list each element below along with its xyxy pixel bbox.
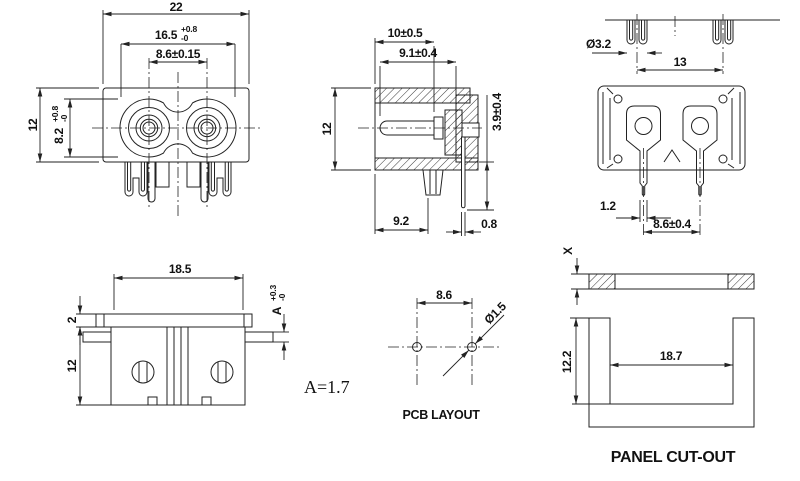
- dim-panel-cutout-height: 12.2: [560, 317, 610, 405]
- top-left-tab: [82, 331, 111, 343]
- top-right-screw: [210, 360, 234, 384]
- front-body-outline: [102, 87, 250, 163]
- svg-text:+0.8: +0.8: [181, 24, 197, 34]
- top-left-screw: [131, 360, 155, 384]
- svg-text:-0: -0: [277, 293, 287, 301]
- svg-text:0.8: 0.8: [481, 217, 497, 231]
- dim-rear-leg-width: Ø3.2: [586, 37, 662, 56]
- svg-text:-0: -0: [181, 33, 189, 43]
- dim-side-depth-inner: 9.1±0.4: [379, 46, 457, 116]
- dim-rear-leg-pitch: 13: [636, 55, 723, 73]
- pcb-layout-view: 8.6 Ø1.5 A=1.7 PCB LAYOUT: [304, 288, 509, 422]
- svg-text:22: 22: [170, 0, 183, 14]
- svg-text:8.2: 8.2: [52, 127, 66, 143]
- svg-text:8.6: 8.6: [436, 288, 452, 302]
- rear-center-notch: [663, 149, 681, 163]
- dim-pcb-hole-diameter: Ø1.5: [442, 299, 509, 377]
- top-bottom-notch-right: [201, 396, 212, 405]
- rear-corner-holes: [613, 94, 728, 164]
- rear-right-terminal: [682, 105, 718, 196]
- side-terminal-block: [444, 109, 463, 156]
- pcb-left-hole: [412, 342, 422, 352]
- dim-front-overall-height: 12: [26, 87, 99, 163]
- dim-front-opening-width: 16.5 +0.8 -0: [120, 24, 236, 97]
- top-bottom-notch-left: [147, 396, 158, 405]
- side-terminal-tab: [461, 122, 480, 138]
- front-centerlines: [92, 58, 260, 216]
- panel-cutout-outline: [588, 317, 755, 428]
- side-bottom-leg: [422, 169, 444, 196]
- svg-text:18.7: 18.7: [660, 349, 683, 363]
- pcb-note: A=1.7: [304, 377, 350, 397]
- panel-plate-hatch-right: [727, 273, 755, 290]
- top-flange: [95, 313, 253, 328]
- front-opening-figure8: [119, 98, 237, 158]
- svg-text:12: 12: [65, 359, 79, 372]
- svg-text:+0.8: +0.8: [50, 106, 60, 122]
- svg-text:X: X: [561, 247, 575, 255]
- dim-panel-thickness: X: [561, 247, 589, 305]
- dim-side-pin-drop: 3.9±0.4: [467, 92, 504, 211]
- svg-text:1.2: 1.2: [600, 199, 616, 213]
- dim-side-depth-outer: 10±0.5: [374, 26, 435, 112]
- dim-top-flange-thickness: 2: [65, 296, 96, 345]
- dim-rear-pin-width: 1.2: [600, 199, 671, 222]
- top-view: 18.5 2 12 A +0.3 -0: [65, 262, 289, 406]
- dim-front-pin-pitch: 8.6±0.15: [148, 47, 207, 65]
- rear-bottom-partial-view: [605, 14, 780, 74]
- dim-front-overall-width: 22: [102, 0, 250, 84]
- side-body-outline: [374, 87, 479, 171]
- svg-text:18.5: 18.5: [169, 262, 192, 276]
- svg-text:Ø3.2: Ø3.2: [586, 37, 611, 51]
- panel-cutout-view: X 12.2 18.7 PANEL CUT-OUT: [560, 247, 755, 466]
- svg-text:12: 12: [26, 118, 40, 131]
- svg-text:3.9±0.4: 3.9±0.4: [490, 92, 504, 130]
- dim-top-step-height: A +0.3 -0: [268, 285, 289, 360]
- svg-text:9.1±0.4: 9.1±0.4: [399, 46, 437, 60]
- dim-side-pin-thickness: 0.8: [446, 212, 498, 236]
- svg-text:8.6±0.15: 8.6±0.15: [156, 47, 201, 61]
- svg-text:13: 13: [674, 55, 687, 69]
- dim-top-body-width: 18.5: [113, 262, 244, 310]
- front-view: 22 16.5 +0.8 -0 8.6±0.15 12 8.2 +0.8 -0: [26, 0, 260, 216]
- top-body: [110, 326, 246, 406]
- svg-text:9.2: 9.2: [393, 214, 409, 228]
- dim-top-body-depth: 12: [65, 326, 111, 406]
- pcb-right-hole: [467, 342, 477, 352]
- rear-view: Ø3.2 13 1.: [586, 14, 780, 236]
- svg-text:A: A: [270, 306, 284, 315]
- dim-pcb-hole-pitch: 8.6: [416, 288, 472, 306]
- panel-cutout-title: PANEL CUT-OUT: [611, 449, 736, 466]
- dim-side-height: 12: [320, 87, 371, 171]
- dim-front-opening-height: 8.2 +0.8 -0: [50, 98, 118, 158]
- svg-text:12: 12: [320, 122, 334, 135]
- svg-text:2: 2: [65, 316, 79, 323]
- dim-side-base-depth: 9.2: [374, 174, 429, 234]
- dim-rear-pin-pitch: 8.6±0.4: [643, 217, 700, 235]
- svg-text:-0: -0: [59, 114, 69, 122]
- top-right-tab: [245, 331, 274, 343]
- svg-text:12.2: 12.2: [560, 350, 574, 373]
- top-center-ribs: [166, 327, 189, 405]
- side-solder-tail: [461, 136, 466, 209]
- panel-plate-hatch-left: [588, 273, 616, 290]
- svg-text:+0.3: +0.3: [268, 285, 278, 301]
- svg-text:16.5: 16.5: [155, 28, 178, 42]
- dim-panel-cutout-width: 18.7: [609, 349, 733, 368]
- svg-text:Ø1.5: Ø1.5: [481, 299, 509, 327]
- front-mount-legs: [124, 162, 232, 203]
- side-view: 10±0.5 9.1±0.4 12 3.9±0.4 9.2 0.8: [320, 26, 504, 236]
- rear-body-inner-lines: [602, 87, 741, 169]
- rear-body-outline: [597, 85, 746, 171]
- pcb-layout-title: PCB LAYOUT: [402, 408, 480, 422]
- svg-text:10±0.5: 10±0.5: [388, 26, 423, 40]
- svg-text:8.6±0.4: 8.6±0.4: [653, 217, 691, 231]
- rear-left-terminal: [626, 105, 661, 196]
